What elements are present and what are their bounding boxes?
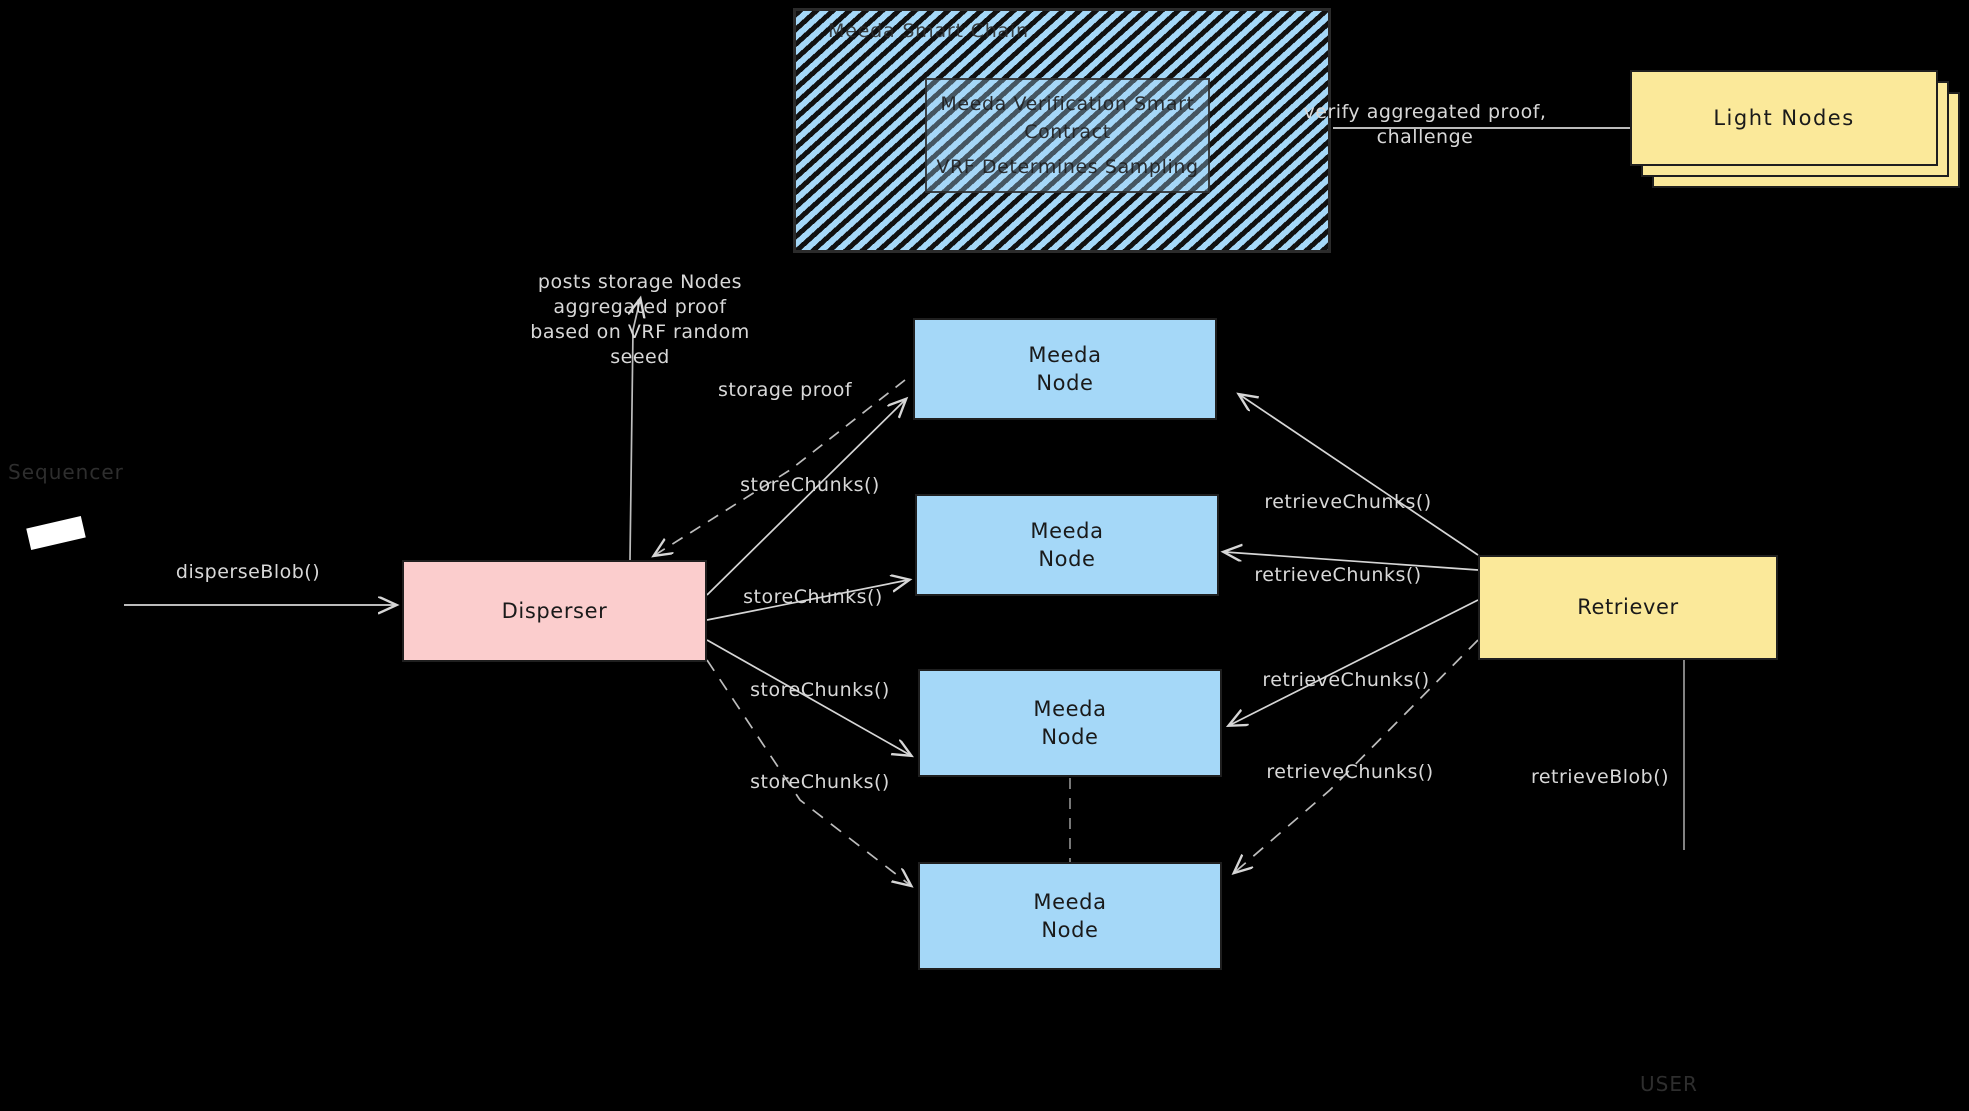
meeda-node-3[interactable]: Meeda Node bbox=[918, 669, 1222, 777]
verification-contract-line-3: VRF Determines Sampling bbox=[936, 155, 1199, 178]
meeda-smart-chain-title: Meeda Smart Chain bbox=[828, 20, 1029, 42]
edge-retriever-to-meeda-1 bbox=[1240, 395, 1479, 556]
light-nodes-label: Light Nodes bbox=[1713, 106, 1855, 130]
meeda-smart-chain-box[interactable] bbox=[793, 8, 1331, 253]
edge-retriever-to-meeda-2 bbox=[1225, 552, 1479, 571]
edge-retriever-to-meeda-3 bbox=[1230, 599, 1479, 725]
disperser-box[interactable]: Disperser bbox=[402, 560, 707, 662]
meeda-node-4-label: Meeda Node bbox=[1033, 889, 1107, 942]
meeda-node-3-label: Meeda Node bbox=[1033, 696, 1107, 749]
edge-disperser-to-meeda-3 bbox=[706, 639, 910, 755]
retriever-label: Retriever bbox=[1577, 595, 1679, 620]
light-nodes-box[interactable]: Light Nodes bbox=[1630, 70, 1938, 166]
retriever-box[interactable]: Retriever bbox=[1478, 555, 1778, 660]
meeda-node-1[interactable]: Meeda Node bbox=[913, 318, 1217, 420]
meeda-node-2[interactable]: Meeda Node bbox=[915, 494, 1219, 596]
meeda-node-1-label: Meeda Node bbox=[1028, 342, 1102, 395]
verification-contract-line-2: Contract bbox=[1024, 121, 1111, 144]
meeda-node-2-label: Meeda Node bbox=[1030, 518, 1104, 571]
verification-contract-line-1: Meeda Verification Smart bbox=[940, 92, 1195, 115]
light-nodes-stack[interactable]: Light Nodes bbox=[1630, 70, 1960, 190]
edge-disperser-to-chain-proof bbox=[630, 300, 640, 561]
disperser-label: Disperser bbox=[501, 598, 608, 623]
edge-retriever-to-meeda-4 bbox=[1235, 639, 1479, 872]
edge-disperser-to-meeda-2 bbox=[706, 580, 908, 621]
edge-disperser-to-meeda-1 bbox=[706, 400, 905, 596]
edge-meeda-to-chain-storage-proof bbox=[655, 379, 906, 555]
meeda-node-4[interactable]: Meeda Node bbox=[918, 862, 1222, 970]
meeda-verification-contract-box[interactable]: Meeda Verification Smart Contract VRF De… bbox=[925, 78, 1210, 193]
edge-disperser-to-meeda-4 bbox=[706, 659, 910, 885]
sequencer-label: Sequencer bbox=[8, 460, 124, 484]
user-label: USER bbox=[1640, 1072, 1698, 1096]
